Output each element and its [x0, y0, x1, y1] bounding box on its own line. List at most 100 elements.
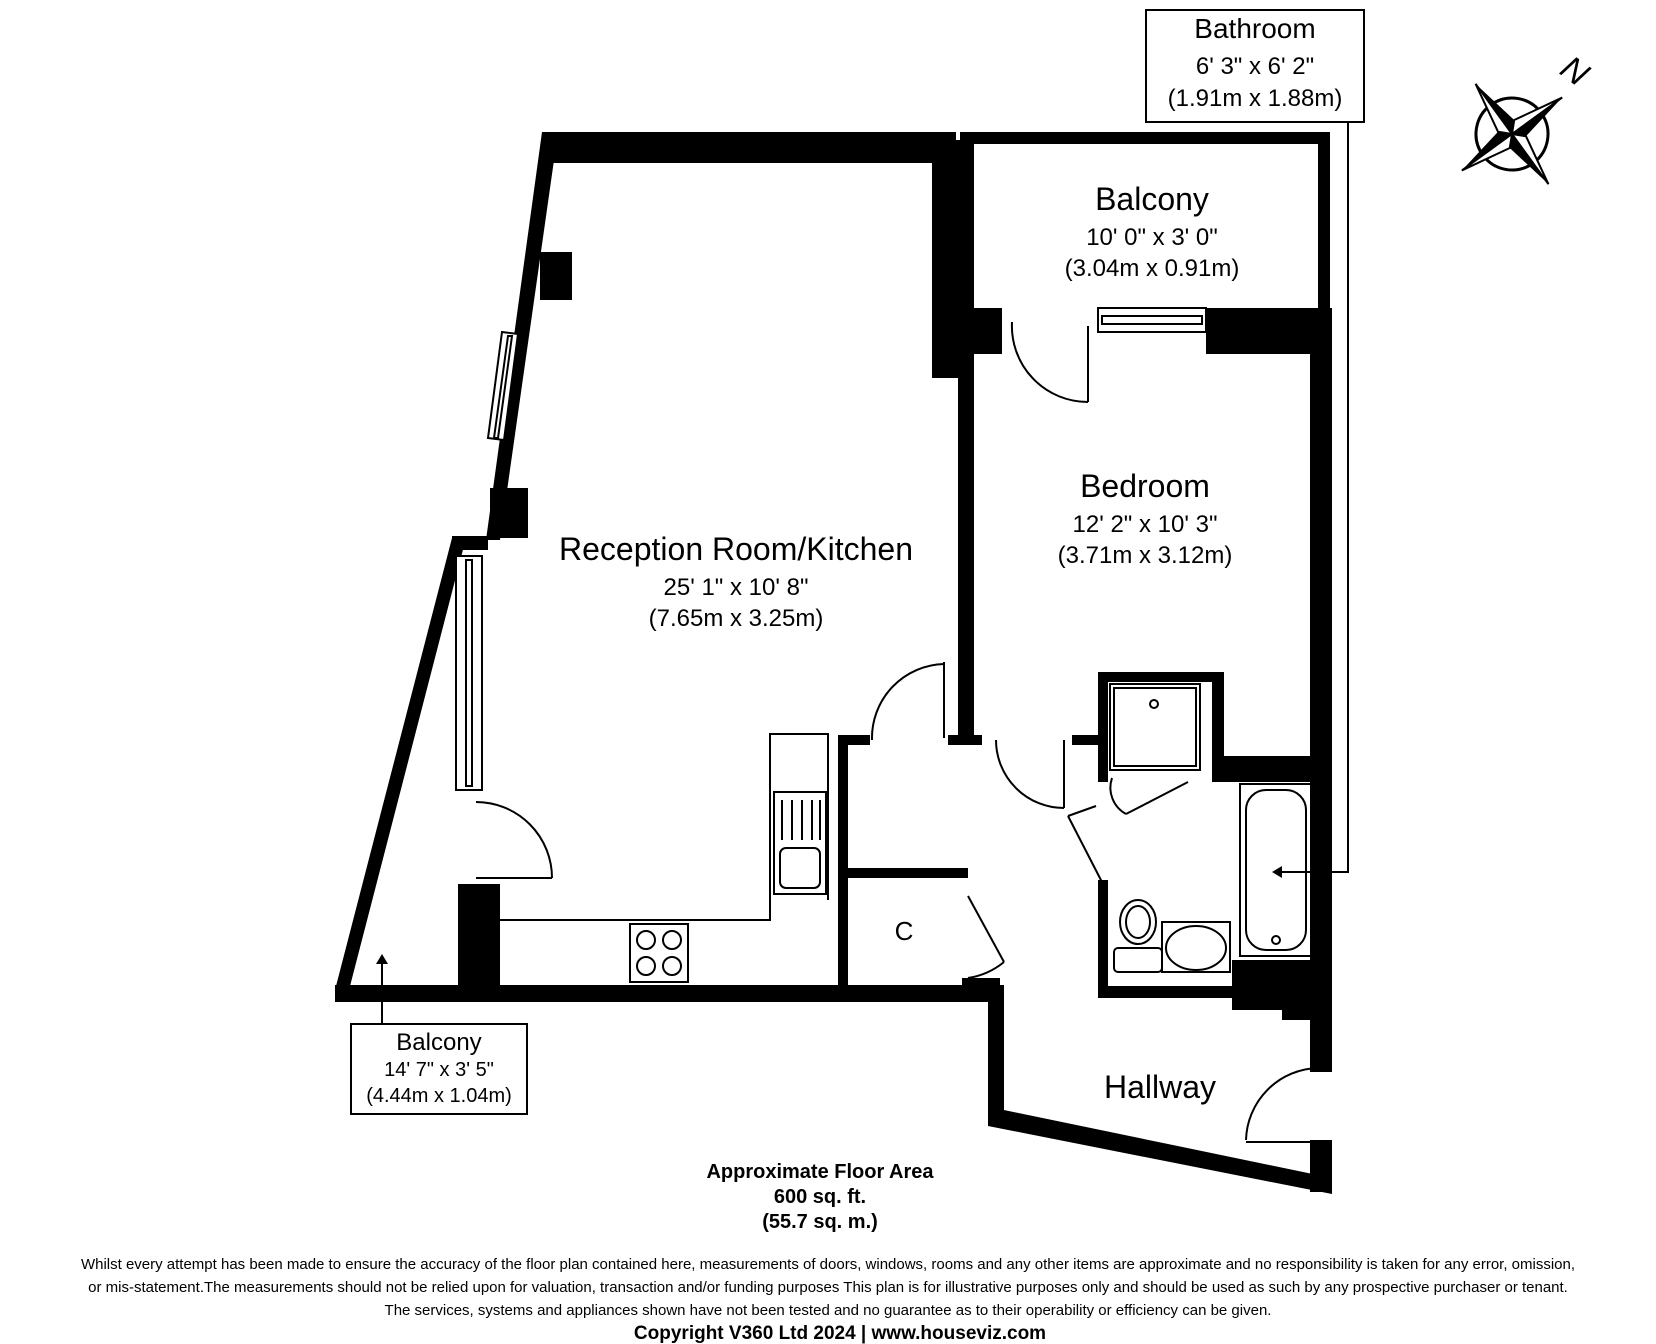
- wall-south: [335, 985, 1000, 1002]
- door-reception-balcony-swing: [475, 801, 553, 879]
- compass-rose-icon: [1461, 83, 1563, 185]
- floor-area-title: Approximate Floor Area: [706, 1161, 934, 1183]
- bath-tub: [1239, 783, 1313, 957]
- wall-west-slanted: [486, 132, 558, 540]
- door-balcony-swing: [1010, 321, 1089, 404]
- balcony-lower-imperial: 14' 7" x 3' 5": [384, 1059, 494, 1081]
- closet-label: C: [895, 916, 914, 946]
- bathroom-leader-arrow: [1272, 866, 1282, 878]
- basin-unit: [1161, 921, 1231, 973]
- wall-south-pillar: [458, 884, 500, 988]
- wall-balcony-top: [960, 132, 1330, 144]
- floor-area-block: Approximate Floor Area 600 sq. ft. (55.7…: [706, 1161, 934, 1233]
- bathroom-label-box: [1145, 9, 1365, 123]
- reception-name: Reception Room/Kitchen: [559, 531, 913, 567]
- door-reception-hall-swing: [870, 663, 945, 741]
- copyright-line: Copyright V360 Ltd 2024 | www.houseviz.c…: [634, 1323, 1046, 1344]
- bath-tub-inner: [1245, 789, 1307, 951]
- kitchen-sink-unit: [773, 791, 827, 895]
- bathroom-imperial: 6' 3" x 6' 2": [1196, 53, 1314, 80]
- wall-bath-se-block-2: [1282, 1000, 1332, 1020]
- room-label-reception: Reception Room/Kitchen 25' 1" x 10' 8" (…: [559, 531, 913, 632]
- balcony-lower-name: Balcony: [396, 1029, 481, 1056]
- wall-pier-2: [490, 488, 528, 538]
- door-bedroom-swing: [995, 739, 1065, 809]
- wall-hall-west: [988, 985, 1004, 1115]
- room-label-balcony-lower: Balcony 14' 7" x 3' 5" (4.44m x 1.04m): [350, 1023, 528, 1115]
- wall-bath-west-upper: [1098, 672, 1108, 782]
- wall-bath-shower-east: [1212, 672, 1224, 758]
- doors: [475, 321, 1319, 1143]
- door-shower-leaf: [1125, 781, 1189, 815]
- wall-balcony-east: [1318, 132, 1330, 312]
- wall-pier-1: [540, 252, 572, 300]
- kitchen-sink-bowl: [779, 847, 821, 889]
- wall-west-joint: [452, 536, 488, 550]
- wall-reception-top: [542, 132, 956, 163]
- room-label-bathroom: Bathroom 6' 3" x 6' 2" (1.91m x 1.88m): [1145, 9, 1365, 123]
- leaders: [376, 122, 1349, 1024]
- wall-kitchen-partition: [838, 735, 848, 985]
- hallway-name: Hallway: [1104, 1069, 1216, 1105]
- room-label-balcony-upper: Balcony 10' 0" x 3' 0" (3.04m x 0.91m): [1065, 181, 1240, 282]
- bedroom-imperial: 12' 2" x 10' 3": [1073, 511, 1218, 538]
- wall-kitchen-stub: [838, 735, 870, 745]
- bathroom-metric: (1.91m x 1.88m): [1168, 85, 1343, 112]
- hob-ring-1: [636, 930, 656, 950]
- shower-tray-inner: [1113, 687, 1197, 767]
- balcony-lower-metric: (4.44m x 1.04m): [366, 1085, 512, 1107]
- window-bedroom-north: [1097, 307, 1207, 333]
- hob-ring-2: [662, 930, 682, 950]
- bath-drain: [1271, 935, 1281, 945]
- fixtures: [500, 683, 1313, 983]
- reception-imperial: 25' 1" x 10' 8": [664, 574, 809, 601]
- window-west-upper: [486, 330, 520, 442]
- room-label-bedroom: Bedroom 12' 2" x 10' 3" (3.71m x 3.12m): [1058, 468, 1233, 569]
- balcony-upper-name: Balcony: [1095, 181, 1209, 217]
- door-bathroom-leaf: [1067, 815, 1105, 887]
- balcony-leader-arrow: [376, 954, 388, 964]
- bedroom-name: Bedroom: [1080, 468, 1210, 504]
- wall-closet-door-stub: [962, 978, 1000, 988]
- disclaimer-line-3: The services, systems and appliances sho…: [385, 1302, 1272, 1319]
- wall-west-lower: [335, 538, 466, 990]
- toilet-bowl-inner: [1125, 905, 1151, 939]
- window-bedroom-north-inner: [1101, 315, 1203, 325]
- wall-east: [1310, 308, 1332, 1072]
- bathroom-name: Bathroom: [1194, 13, 1315, 44]
- disclaimer-block: Whilst every attempt has been made to en…: [81, 1256, 1575, 1344]
- window-west-lower-inner: [465, 559, 473, 787]
- wall-door-stub-1: [948, 735, 982, 745]
- reception-metric: (7.65m x 3.25m): [649, 605, 824, 632]
- shower-tray: [1109, 683, 1201, 771]
- balcony-upper-metric: (3.04m x 0.91m): [1065, 255, 1240, 282]
- hob-ring-4: [662, 956, 682, 976]
- balcony-upper-imperial: 10' 0" x 3' 0": [1086, 224, 1218, 251]
- toilet-cistern: [1113, 947, 1163, 973]
- basin-bowl: [1165, 925, 1227, 971]
- kitchen-worktop: [500, 733, 829, 921]
- hob-ring-3: [636, 956, 656, 976]
- wall-bedroom-north-left: [972, 308, 990, 322]
- bedroom-metric: (3.71m x 3.12m): [1058, 542, 1233, 569]
- door-bathroom-leaf-2: [1067, 805, 1097, 817]
- hob-icon: [629, 923, 689, 983]
- walls: [335, 132, 1332, 1194]
- compass-north-label: N: [1553, 49, 1596, 94]
- wall-bath-west-lower: [1098, 880, 1108, 996]
- floor-area-imperial: 600 sq. ft.: [774, 1186, 866, 1208]
- floor-area-metric: (55.7 sq. m.): [762, 1211, 878, 1233]
- wall-bath-south: [1098, 986, 1238, 998]
- window-west-lower: [455, 555, 483, 791]
- window-west-upper-inner: [492, 335, 514, 439]
- toilet-bowl: [1119, 899, 1157, 945]
- wall-bedroom-west: [958, 140, 974, 740]
- wall-hall-south: [988, 1110, 1332, 1194]
- wall-bath-north-2: [1212, 756, 1322, 782]
- disclaimer-line-1: Whilst every attempt has been made to en…: [81, 1256, 1575, 1273]
- door-closet-leaf: [967, 895, 1005, 963]
- door-shower-swing: [1109, 777, 1127, 815]
- door-entrance-swing: [1245, 1067, 1319, 1141]
- door-closet-swing: [967, 961, 1005, 979]
